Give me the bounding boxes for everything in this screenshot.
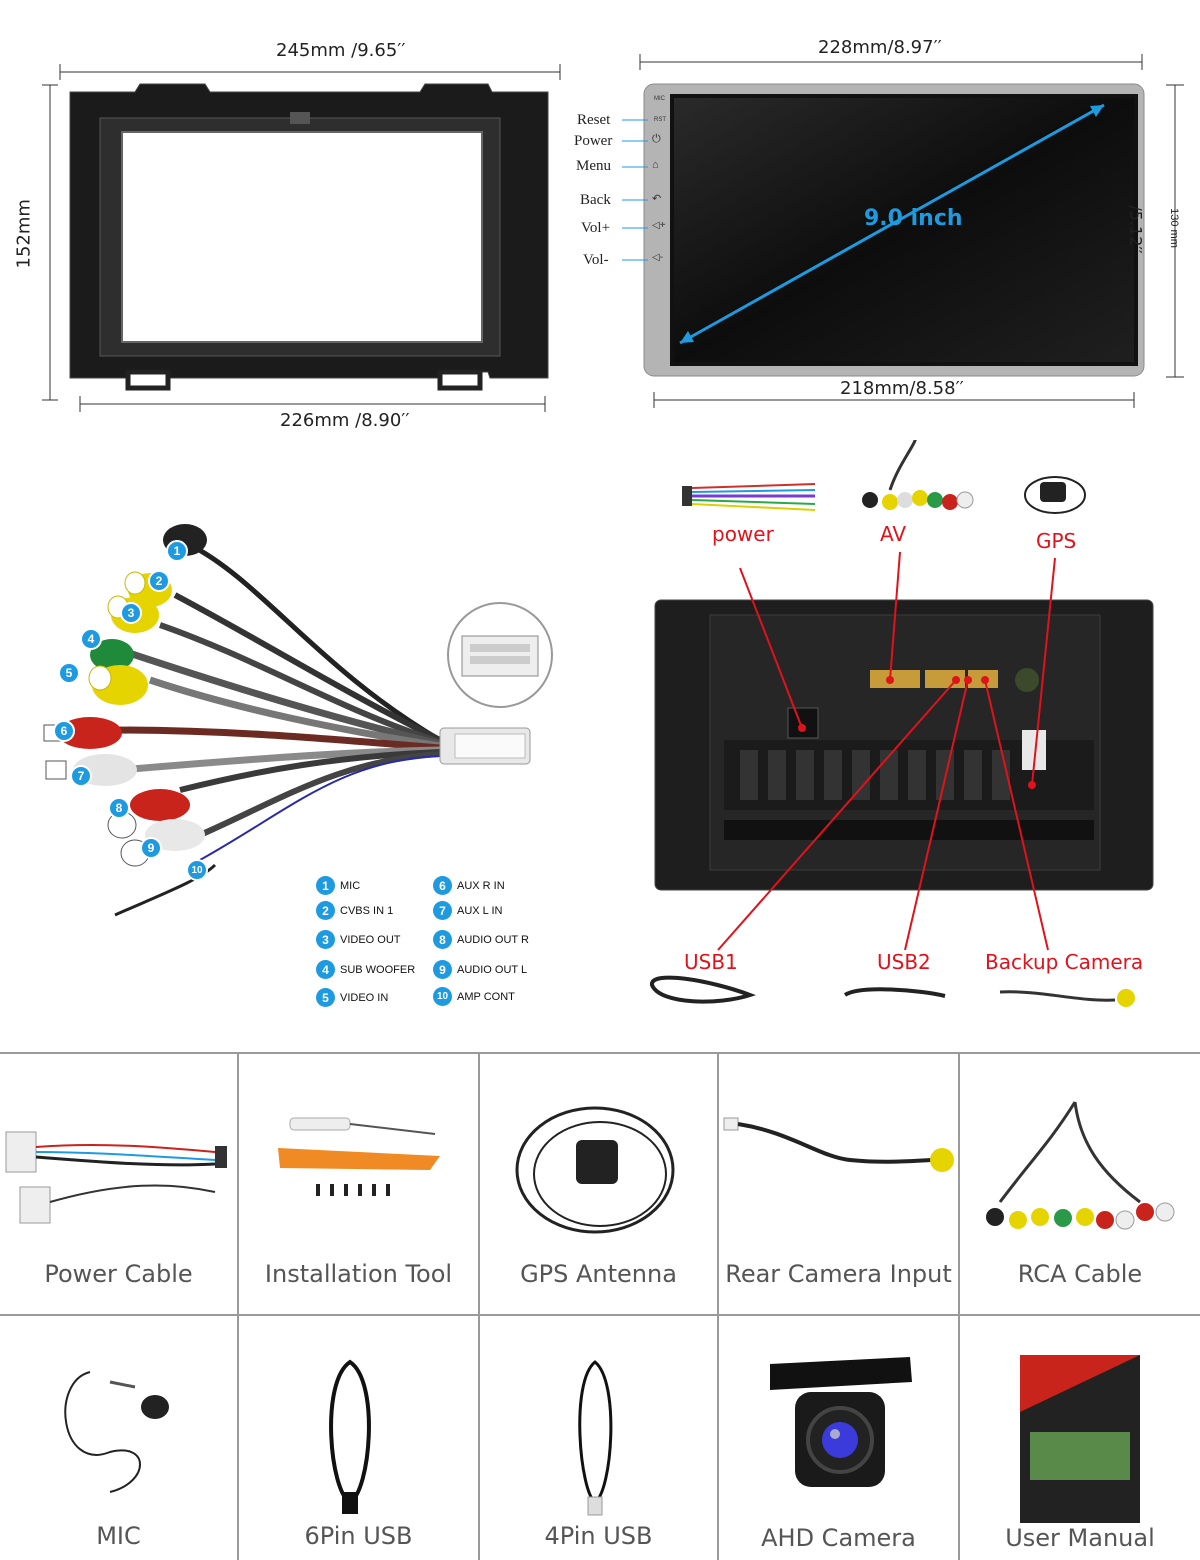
back-panel-diagram: power AV GPS USB1 USB2 Backup Camera — [600, 440, 1200, 1040]
vol-up-button-label: Vol+ — [581, 220, 611, 236]
screen-drawing — [622, 54, 1184, 408]
accessory-label-gps-antenna: GPS Antenna — [520, 1260, 677, 1288]
cable-pin-1: 1 — [166, 540, 188, 562]
cable-pin-3: 3 — [120, 602, 142, 624]
grid-divider — [0, 1314, 1200, 1316]
accessory-label-rca-cable: RCA Cable — [1017, 1260, 1143, 1288]
back-button-label: Back — [580, 192, 611, 208]
bezel-rst-label: RST — [654, 117, 666, 123]
volume-down-icon[interactable]: ◁- — [652, 252, 664, 263]
grid-divider — [717, 1052, 719, 1560]
accessory-label-ahd-camera: AHD Camera — [761, 1524, 916, 1552]
cable-pin-4: 4 — [80, 628, 102, 650]
cable-pin-9: 9 — [140, 837, 162, 859]
grid-divider — [478, 1052, 480, 1560]
cable-pin-10: 10 — [186, 859, 208, 881]
accessory-label-rear-camera-input: Rear Camera Input — [725, 1260, 952, 1288]
port-label-usb2: USB2 — [877, 950, 931, 974]
port-label-power: power — [712, 522, 774, 546]
screen-diagonal-label: 9.0 inch — [864, 206, 963, 231]
cable-pin-7: 7 — [70, 765, 92, 787]
screen-height-inch: /5.12′′ — [1126, 205, 1146, 254]
screen-height-mm: 130 mm — [1167, 208, 1180, 248]
power-button-label: Power — [574, 133, 613, 149]
accessory-label-mic: MIC — [96, 1522, 141, 1550]
accessory-label-user-manual: User Manual — [1005, 1524, 1155, 1552]
bezel-mic-label: MIC — [654, 96, 665, 102]
menu-button-label: Menu — [576, 158, 611, 174]
screen-top-dimension: 228mm/8.97′′ — [818, 37, 942, 58]
grid-divider — [237, 1052, 239, 1560]
cable-pin-2: 2 — [148, 570, 170, 592]
power-icon[interactable]: ⏻ — [652, 133, 661, 145]
accessory-drawings — [5, 1101, 1175, 1523]
accessory-label-4pin-usb: 4Pin USB — [544, 1522, 653, 1550]
port-label-backup-camera: Backup Camera — [985, 950, 1144, 974]
home-icon[interactable]: ⌂ — [652, 159, 659, 171]
frame-drawing — [42, 64, 561, 412]
accessory-grid: Power Cable Installation Tool GPS Antenn… — [0, 1052, 1200, 1560]
cable-pin-6: 6 — [53, 720, 75, 742]
vol-down-button-label: Vol- — [583, 252, 609, 268]
accessory-label-power-cable: Power Cable — [44, 1260, 193, 1288]
screen-diagram: MIC RST ⏻ ⌂ ↶ ◁+ ◁- Reset Power Menu Bac… — [560, 0, 1200, 440]
frame-height-dimension: 152mm — [13, 199, 35, 269]
reset-button-label: Reset — [577, 112, 611, 128]
frame-bottom-dimension: 226mm /8.90′′ — [280, 410, 410, 431]
grid-divider — [958, 1052, 960, 1560]
grid-divider — [0, 1052, 1200, 1054]
screen-bottom-dimension: 218mm/8.58′′ — [840, 378, 964, 399]
port-label-usb1: USB1 — [684, 950, 738, 974]
av-cable-drawing — [43, 524, 553, 917]
accessory-label-installation-tool: Installation Tool — [264, 1260, 453, 1288]
volume-up-icon[interactable]: ◁+ — [652, 220, 666, 231]
back-panel-drawing — [650, 440, 1154, 1007]
frame-top-dimension: 245mm /9.65′′ — [276, 40, 406, 61]
port-label-av: AV — [880, 522, 907, 546]
accessory-label-6pin-usb: 6Pin USB — [304, 1522, 413, 1550]
cable-pin-8: 8 — [108, 797, 130, 819]
frame-diagram: 245mm /9.65′′ 152mm 226mm /8.90′′ — [0, 0, 600, 440]
back-icon[interactable]: ↶ — [652, 193, 662, 205]
cable-pin-5: 5 — [58, 662, 80, 684]
port-label-gps: GPS — [1036, 529, 1077, 553]
